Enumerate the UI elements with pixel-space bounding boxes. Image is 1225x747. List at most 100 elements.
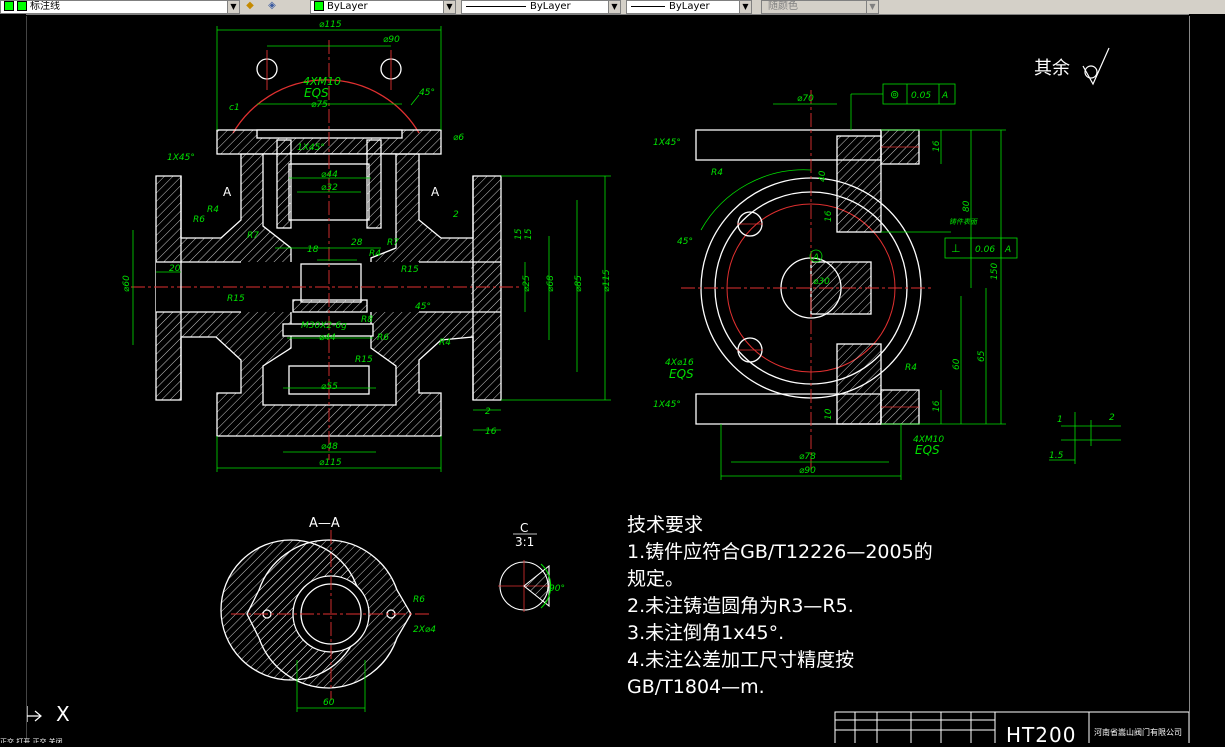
small-detail-dims	[1049, 412, 1121, 464]
svg-text:⌀115: ⌀115	[319, 458, 342, 468]
svg-text:80: 80	[962, 200, 972, 212]
svg-text:40: 40	[818, 170, 828, 182]
side-view	[681, 90, 931, 470]
color-dropdown[interactable]: ByLayer ▼	[310, 0, 456, 14]
svg-text:⌀68: ⌀68	[546, 275, 556, 292]
layer-name: 标注线	[30, 1, 60, 12]
svg-text:15: 15	[514, 228, 524, 240]
svg-text:⌀78: ⌀78	[799, 452, 816, 462]
plot-style-dropdown[interactable]: 随颜色 ▼	[761, 0, 879, 14]
section-view	[220, 530, 431, 700]
lineweight-preview-icon	[631, 5, 665, 7]
lineweight-dropdown[interactable]: ByLayer ▼	[626, 0, 752, 14]
linetype-dropdown[interactable]: ByLayer ▼	[461, 0, 621, 14]
svg-text:M30X2-6g: M30X2-6g	[301, 321, 347, 331]
plot-style-value: 随颜色	[768, 1, 798, 12]
tech-line-2: 规定。	[627, 568, 685, 590]
section-markers: A A	[223, 185, 440, 199]
svg-text:1X45°: 1X45°	[653, 138, 681, 148]
linetype-preview-icon	[466, 5, 526, 7]
company-name: 河南省嵩山阀门有限公司	[1094, 728, 1182, 737]
svg-text:15: 15	[524, 228, 534, 240]
front-view-labels: ⌀115 ⌀90 4XM10 EQS ⌀75 1X45° c1 45° ⌀44 …	[122, 20, 612, 468]
svg-text:⌀25: ⌀25	[522, 275, 532, 292]
svg-text:16: 16	[932, 140, 942, 152]
svg-text:R6: R6	[193, 215, 205, 225]
svg-text:⌀44: ⌀44	[319, 333, 336, 343]
command-line: 正交 打开 正交 关闭	[0, 738, 63, 743]
svg-text:2: 2	[1109, 413, 1115, 423]
svg-text:45°: 45°	[415, 302, 431, 312]
svg-text:R8: R8	[361, 315, 373, 325]
svg-text:R6: R6	[413, 595, 425, 605]
svg-text:28: 28	[351, 238, 363, 248]
svg-text:R15: R15	[401, 265, 419, 275]
tech-line-1: 1.铸件应符合GB/T12226—2005的	[627, 541, 933, 563]
svg-text:0.06: 0.06	[975, 245, 995, 255]
layer-previous-icon[interactable]: ◈	[268, 0, 276, 11]
chevron-down-icon[interactable]: ▼	[608, 1, 620, 13]
svg-text:65: 65	[977, 350, 987, 362]
svg-text:⌀44: ⌀44	[321, 170, 338, 180]
ucs-x-label: X	[56, 702, 70, 726]
svg-text:4XM10: 4XM10	[303, 75, 341, 88]
detail-view	[498, 560, 552, 612]
tech-line-5: 4.未注公差加工尺寸精度按	[627, 649, 855, 671]
svg-text:R4: R4	[905, 363, 917, 373]
svg-text:⌀60: ⌀60	[122, 275, 132, 292]
svg-text:A: A	[1004, 245, 1011, 255]
color-value: ByLayer	[327, 1, 368, 12]
svg-text:R4: R4	[711, 168, 723, 178]
svg-text:A: A	[941, 91, 948, 101]
svg-text:铸件表面: 铸件表面	[949, 218, 978, 226]
chevron-down-icon[interactable]: ▼	[227, 1, 239, 13]
chevron-down-icon[interactable]: ▼	[443, 1, 455, 13]
svg-text:⌀70: ⌀70	[797, 94, 814, 104]
svg-text:45°: 45°	[419, 88, 435, 98]
svg-text:⌀55: ⌀55	[321, 382, 338, 392]
svg-text:EQS: EQS	[915, 443, 940, 457]
svg-text:R15: R15	[355, 355, 373, 365]
layer-dropdown[interactable]: 标注线 ▼	[0, 0, 240, 14]
right-gutter	[1189, 14, 1225, 743]
small-detail-labels: 1 2 1.5	[1049, 413, 1115, 461]
svg-text:18: 18	[307, 245, 319, 255]
svg-text:R7: R7	[247, 231, 259, 241]
svg-text:2: 2	[453, 210, 459, 220]
svg-text:EQS: EQS	[669, 367, 694, 381]
section-title: A—A	[309, 516, 340, 531]
svg-text:A: A	[812, 253, 819, 263]
chevron-down-icon[interactable]: ▼	[866, 1, 878, 13]
svg-text:R4: R4	[207, 205, 219, 215]
detail-angle: 90°	[549, 584, 565, 594]
svg-text:⌀90: ⌀90	[799, 466, 816, 476]
lineweight-value: ByLayer	[669, 1, 710, 12]
svg-text:R4: R4	[369, 249, 381, 259]
svg-text:1: 1	[1057, 415, 1063, 425]
svg-text:R6: R6	[377, 333, 389, 343]
svg-text:20: 20	[169, 264, 181, 274]
chevron-down-icon[interactable]: ▼	[739, 1, 751, 13]
layer-color-icon	[4, 1, 14, 11]
svg-text:⌀90: ⌀90	[383, 35, 400, 45]
svg-text:⌀75: ⌀75	[311, 100, 328, 110]
section-dimensions	[296, 660, 366, 712]
svg-text:⌀48: ⌀48	[321, 442, 338, 452]
tech-line-3: 2.未注铸造圆角为R3—R5.	[627, 595, 854, 617]
side-view-labels: ⌀70 ⊚ 0.05 A 1X45° R4 40 16 16 80 150 60…	[653, 88, 1011, 476]
ucs-icon	[27, 706, 42, 722]
svg-text:1X45°: 1X45°	[297, 143, 325, 153]
drawing-canvas[interactable]: ⌀115 ⌀90 4XM10 EQS ⌀75 1X45° c1 45° ⌀44 …	[26, 16, 1190, 747]
svg-text:1.5: 1.5	[1049, 451, 1064, 461]
svg-text:60: 60	[952, 358, 962, 370]
svg-text:1X45°: 1X45°	[653, 400, 681, 410]
layer-make-current-icon[interactable]: ◆	[246, 0, 254, 11]
svg-text:R7: R7	[387, 238, 399, 248]
front-view-dimensions	[132, 26, 611, 472]
svg-text:16: 16	[485, 427, 497, 437]
remainder-label: 其余	[1034, 58, 1070, 79]
svg-text:4X⌀16: 4X⌀16	[665, 358, 694, 368]
svg-text:R15: R15	[227, 294, 245, 304]
svg-text:⌀115: ⌀115	[602, 269, 612, 292]
svg-text:0.05: 0.05	[911, 91, 931, 101]
